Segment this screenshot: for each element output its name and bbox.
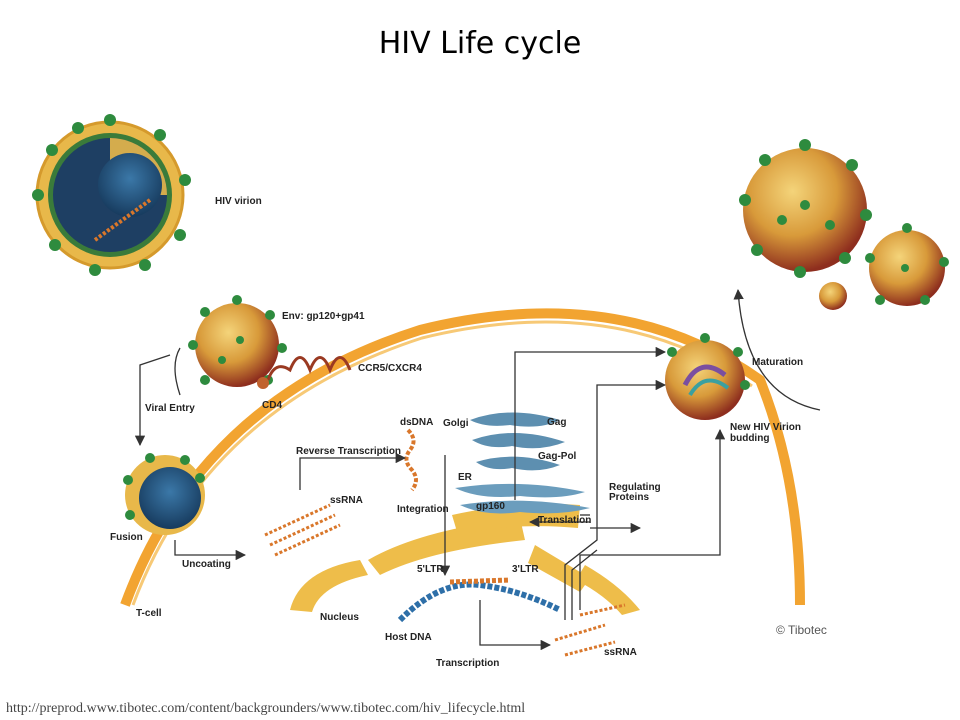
label-hiv-virion: HIV virion <box>215 196 262 207</box>
label-env: Env: gp120+gp41 <box>282 311 365 322</box>
label-ssrna-top: ssRNA <box>330 495 363 506</box>
label-gp160: gp160 <box>476 501 505 512</box>
cell-membrane <box>120 308 805 607</box>
label-uncoating: Uncoating <box>182 559 231 570</box>
label-regulating: Regulating <box>609 482 661 493</box>
dsdna-strand <box>404 428 418 492</box>
label-host-dna: Host DNA <box>385 632 432 643</box>
flow-arrows <box>134 288 821 651</box>
page-title: HIV Life cycle <box>378 26 582 61</box>
host-dna <box>397 581 562 623</box>
attaching-virion <box>188 295 352 389</box>
label-nucleus: Nucleus <box>320 612 359 623</box>
label-maturation: Maturation <box>752 357 803 368</box>
label-gag-pol: Gag-Pol <box>538 451 577 462</box>
label-dsdna: dsDNA <box>400 417 433 428</box>
nucleus-envelope <box>290 503 640 615</box>
label-proteins: Proteins <box>609 492 649 503</box>
label-translation: Translation <box>538 515 591 526</box>
label-5ltr: 5'LTR <box>417 564 444 575</box>
ssrna-bottom-strands <box>554 603 626 657</box>
label-copyright: © Tibotec <box>776 623 827 637</box>
label-budding: budding <box>730 433 769 444</box>
label-er: ER <box>458 472 473 483</box>
diagram-labels: HIV virion Env: gp120+gp41 CCR5/CXCR4 CD… <box>110 196 827 669</box>
golgi-apparatus <box>470 412 565 471</box>
hiv-virion-illustration <box>32 114 191 276</box>
label-fusion: Fusion <box>110 532 143 543</box>
fusion-virion <box>123 453 205 535</box>
host-dna-integrated <box>449 577 511 585</box>
label-new-virion: New HIV Virion <box>730 422 801 433</box>
label-reverse-transcription: Reverse Transcription <box>296 446 401 457</box>
label-gag: Gag <box>547 417 566 428</box>
label-t-cell: T-cell <box>136 608 162 619</box>
label-viral-entry: Viral Entry <box>145 403 195 414</box>
label-integration: Integration <box>397 504 449 515</box>
label-ccr5: CCR5/CXCR4 <box>358 363 422 374</box>
label-cd4: CD4 <box>262 400 282 411</box>
label-3ltr: 3'LTR <box>512 564 539 575</box>
source-url: http://preprod.www.tibotec.com/content/b… <box>6 701 526 716</box>
label-ssrna-bottom: ssRNA <box>604 647 637 658</box>
label-golgi: Golgi <box>443 418 469 429</box>
endoplasmic-reticulum <box>455 483 590 514</box>
budding-virion <box>665 333 750 420</box>
ssrna-strand <box>264 503 341 557</box>
released-virions <box>739 139 949 310</box>
label-transcription: Transcription <box>436 658 499 669</box>
